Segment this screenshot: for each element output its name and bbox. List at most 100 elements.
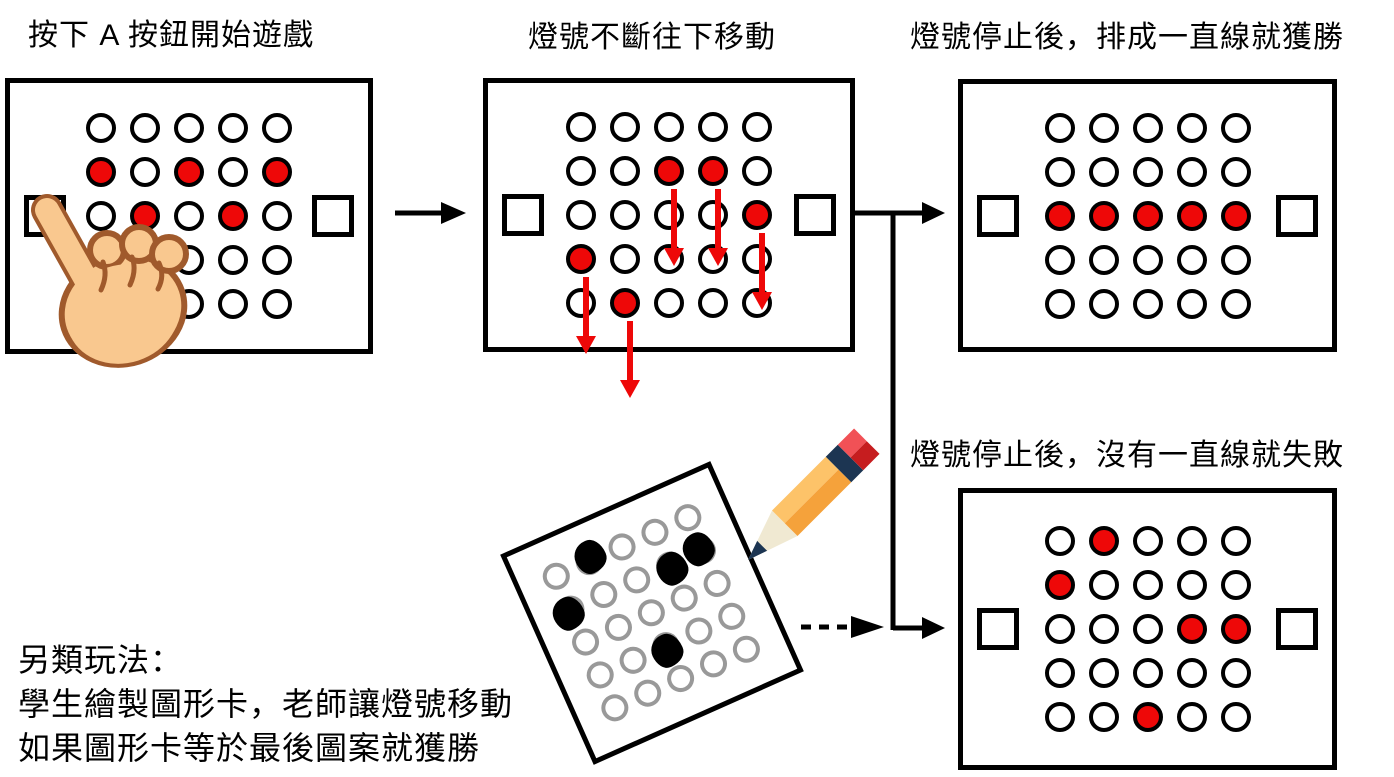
led-off [698, 200, 728, 230]
led-off [130, 113, 160, 143]
led-off [1220, 526, 1251, 556]
led-off [1220, 112, 1251, 143]
card-dot-empty [695, 646, 732, 682]
led-off [566, 156, 596, 186]
led-off [1176, 526, 1207, 556]
device-button-a [977, 608, 1019, 650]
alt-play-line: 另類玩法： [18, 642, 184, 678]
card-dot-empty [629, 675, 666, 711]
card-dot-empty [604, 529, 640, 565]
led-on [174, 157, 204, 187]
led-off [1176, 112, 1207, 143]
device-panel-win [958, 79, 1337, 352]
led-off [1132, 156, 1163, 187]
led-off [1176, 156, 1207, 187]
led-off [1220, 702, 1251, 732]
led-off [1176, 570, 1207, 600]
led-off [566, 200, 596, 230]
led-off [742, 112, 772, 142]
led-off [1176, 702, 1207, 732]
led-off [610, 112, 640, 142]
card-dot-empty [582, 657, 619, 693]
card-dot-empty [567, 624, 604, 660]
alt-play-line: 如果圖形卡等於最後圖案就獲勝 [18, 730, 481, 766]
led-off [698, 288, 728, 318]
led-off [1044, 244, 1075, 275]
card-dot-empty [662, 660, 699, 697]
led-off [742, 156, 772, 186]
step1-title: 按下 A 按鈕開始遊戲 [28, 19, 315, 52]
pencil-icon [748, 428, 880, 560]
led-off [1044, 288, 1075, 319]
led-on [1220, 614, 1251, 644]
card-dot-empty [597, 689, 633, 726]
led-off [130, 157, 160, 187]
led-on [1044, 570, 1075, 600]
led-off [1220, 244, 1251, 275]
card-dot-empty [728, 631, 765, 668]
led-off [218, 113, 248, 143]
led-on [1176, 200, 1207, 231]
led-off [1088, 288, 1119, 319]
led-off [1088, 112, 1119, 143]
led-off [1220, 156, 1251, 187]
led-off [1044, 156, 1075, 187]
led-off [262, 289, 292, 319]
led-off [218, 245, 248, 275]
led-off [654, 200, 684, 230]
led-off [1176, 658, 1207, 688]
led-on [610, 288, 640, 318]
led-off [262, 113, 292, 143]
led-on [1088, 200, 1119, 231]
step3-win-title: 燈號停止後，排成一直線就獲勝 [910, 21, 1344, 54]
led-off [566, 112, 596, 142]
led-on [1132, 702, 1163, 732]
led-off [698, 112, 728, 142]
led-grid-moving [566, 112, 772, 318]
led-off [218, 157, 248, 187]
led-off [1088, 658, 1119, 688]
led-off [1132, 112, 1163, 143]
device-button-b [1276, 608, 1318, 650]
branch-connector-arrows [855, 202, 945, 639]
card-dot-empty [637, 514, 673, 551]
led-off [1132, 614, 1163, 644]
card-dot-empty [538, 558, 575, 595]
led-off [174, 201, 204, 231]
led-off [1044, 112, 1075, 143]
led-off [1088, 702, 1119, 732]
led-grid-win [1044, 112, 1251, 319]
device-button-a [502, 194, 544, 236]
device-button-b [1276, 194, 1318, 237]
led-off [1088, 570, 1119, 600]
led-off [742, 244, 772, 274]
led-on [654, 156, 684, 186]
led-on [698, 156, 728, 186]
led-off [1132, 570, 1163, 600]
step2-title: 燈號不斷往下移動 [528, 21, 776, 54]
led-off [654, 112, 684, 142]
card-dot-empty [600, 609, 637, 646]
led-off [262, 201, 292, 231]
card-dot-empty [633, 594, 670, 631]
arrow-right-icon [395, 202, 466, 224]
device-panel-moving [483, 78, 855, 398]
dashed-arrow-icon [801, 616, 884, 638]
led-on [1220, 200, 1251, 231]
step4-lose-title: 燈號停止後，沒有一直線就失敗 [910, 439, 1344, 472]
led-off [1088, 156, 1119, 187]
led-off [698, 244, 728, 274]
led-on [1088, 526, 1119, 556]
led-off [1132, 526, 1163, 556]
led-off [1176, 288, 1207, 319]
led-off [1132, 658, 1163, 688]
card-dot-empty [670, 499, 706, 536]
led-on [262, 157, 292, 187]
device-button-b [312, 195, 354, 237]
led-off [654, 288, 684, 318]
led-off [654, 244, 684, 274]
device-panel-lose [958, 488, 1337, 770]
alternative-play-text: 另類玩法： 學生繪製圖形卡，老師讓燈號移動 如果圖形卡等於最後圖案就獲勝 [18, 638, 513, 770]
led-off [1220, 570, 1251, 600]
